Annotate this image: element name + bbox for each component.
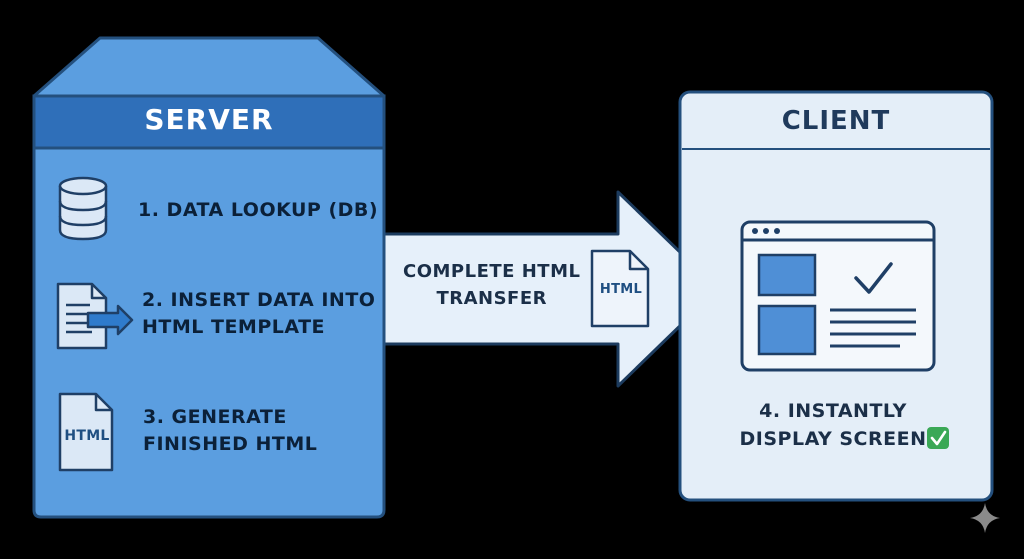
- document-arrow-icon: [56, 282, 134, 350]
- step-2-line-1: 2. INSERT DATA INTO: [142, 289, 376, 311]
- html-file-icon: [58, 392, 114, 472]
- server-html-file-label: HTML: [64, 428, 110, 444]
- step-2-line-2: HTML TEMPLATE: [142, 316, 326, 338]
- database-icon: [58, 176, 108, 241]
- step-3-line-2: FINISHED HTML: [143, 433, 318, 455]
- client-step-label: 4. INSTANTLY DISPLAY SCREEN: [728, 397, 938, 453]
- server-box: [32, 36, 386, 519]
- checkmark-icon: [854, 262, 893, 294]
- transfer-label: COMPLETE HTML TRANSFER: [403, 258, 580, 312]
- client-title: CLIENT: [781, 106, 891, 136]
- sparkle-icon: [970, 503, 1000, 533]
- client-step-line-1: 4. INSTANTLY: [759, 400, 907, 422]
- step-3-line-1: 3. GENERATE: [143, 406, 287, 428]
- transfer-html-file-label: HTML: [599, 282, 643, 297]
- client-step-line-2: DISPLAY SCREEN: [739, 428, 927, 450]
- transfer-arrow: [376, 190, 720, 388]
- server-title: SERVER: [144, 103, 274, 136]
- browser-window-icon: [740, 220, 936, 372]
- transfer-html-file-icon: [590, 249, 650, 328]
- transfer-label-line-1: COMPLETE HTML: [403, 261, 581, 282]
- server-step-3-label: 3. GENERATE FINISHED HTML: [143, 404, 317, 458]
- check-badge-icon: [927, 427, 949, 449]
- transfer-label-line-2: TRANSFER: [436, 288, 547, 309]
- step-1-line-1: 1. DATA LOOKUP (DB): [138, 199, 379, 221]
- server-step-2-label: 2. INSERT DATA INTO HTML TEMPLATE: [142, 287, 375, 341]
- server-step-1-label: 1. DATA LOOKUP (DB): [138, 197, 378, 224]
